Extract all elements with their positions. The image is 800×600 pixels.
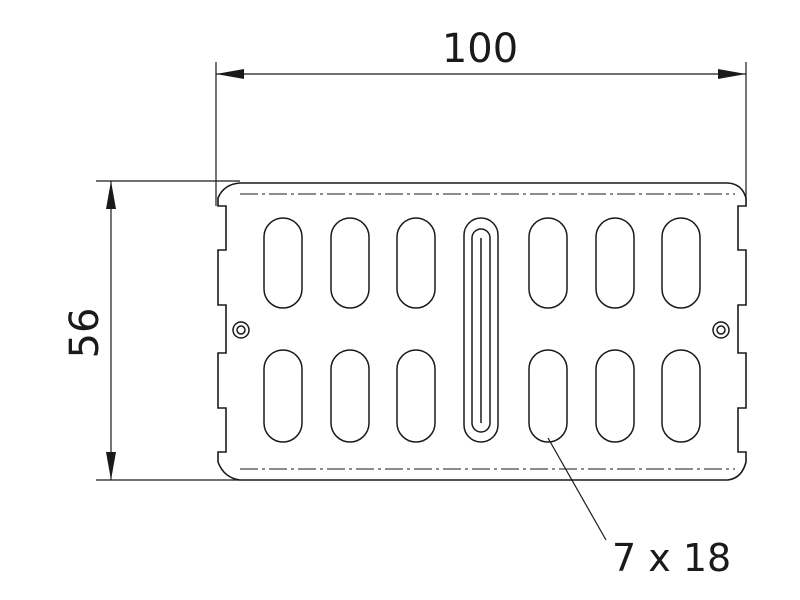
height-label: 56: [62, 308, 108, 359]
mounting-hole-right: [712, 321, 730, 339]
rib-outer: [463, 217, 499, 443]
center-rib: [463, 217, 499, 443]
height-dimension: 56: [62, 180, 240, 481]
slots-bottom-row: [263, 349, 701, 443]
slots-top-row: [263, 217, 701, 309]
width-label: 100: [442, 26, 518, 72]
slot: [595, 349, 635, 443]
plate-outline: [217, 182, 747, 481]
callout-slot: [528, 349, 568, 443]
slot: [595, 217, 635, 309]
slot-size-label: 7 x 18: [612, 536, 731, 580]
slot: [396, 217, 436, 309]
callout-leader-line: [547, 437, 607, 541]
slot: [263, 349, 303, 443]
slot: [396, 349, 436, 443]
slot: [263, 217, 303, 309]
rib-middle: [471, 228, 491, 433]
slot: [661, 217, 701, 309]
slot: [661, 349, 701, 443]
slot: [330, 349, 370, 443]
height-arrow-bottom: [106, 452, 116, 480]
width-dimension: 100: [215, 26, 747, 206]
slot: [330, 217, 370, 309]
slot: [528, 217, 568, 309]
slot-callout: 7 x 18: [547, 437, 731, 580]
width-arrow-right: [718, 69, 746, 79]
height-arrow-top: [106, 181, 116, 209]
mounting-hole-left: [232, 321, 250, 339]
width-arrow-left: [216, 69, 244, 79]
